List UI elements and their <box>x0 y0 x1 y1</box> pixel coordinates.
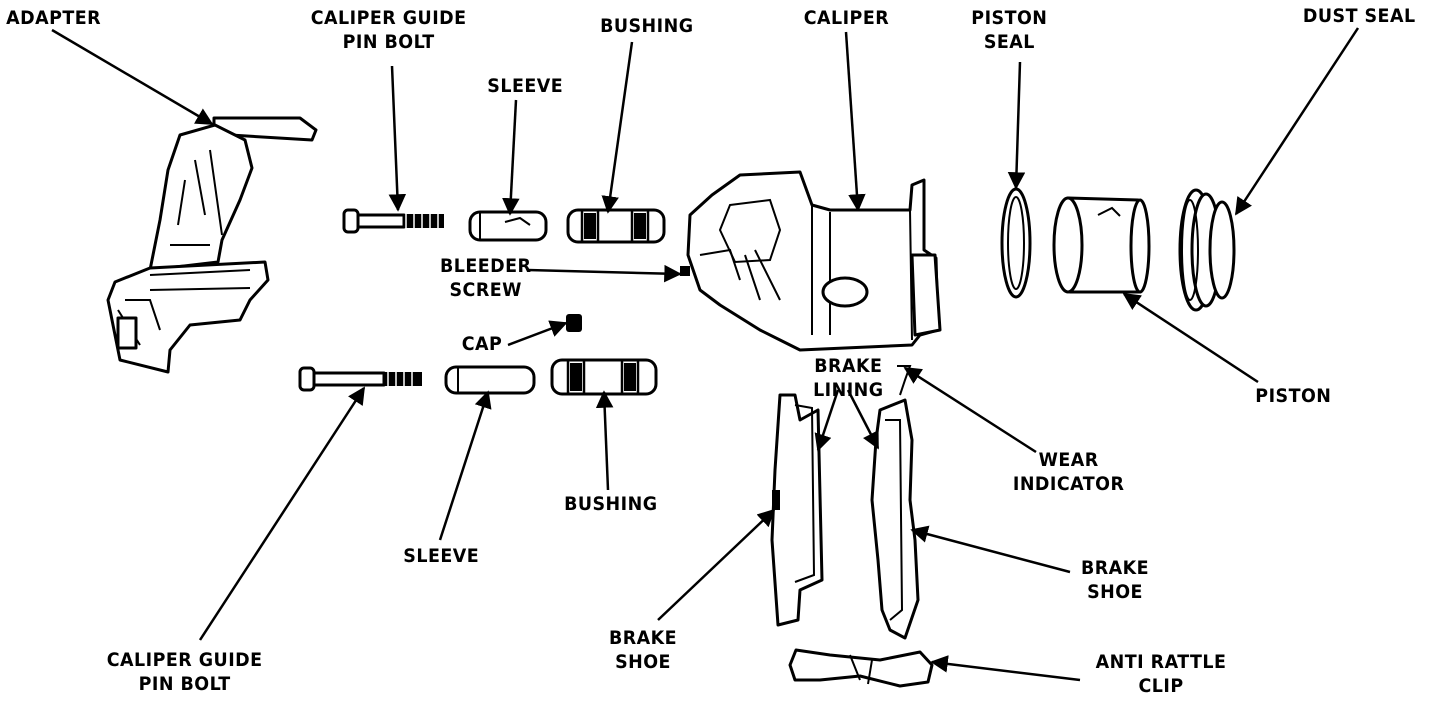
guide-pin-bolt-top <box>342 208 444 234</box>
label-bushing-top: BUSHING <box>600 15 694 37</box>
label-bushing-bottom: BUSHING <box>564 493 658 515</box>
guide-pin-bolt-bottom <box>298 366 422 392</box>
dust-seal-part <box>1178 188 1236 312</box>
cap-part <box>566 314 582 332</box>
label-piston: PISTON <box>1255 385 1332 407</box>
brake-shoe-left-part <box>770 393 824 627</box>
bushing-bottom-part <box>550 358 658 396</box>
label-cap: CAP <box>461 333 503 355</box>
sleeve-bottom-part <box>444 365 536 395</box>
label-caliper: CALIPER <box>803 7 890 29</box>
piston-part <box>1052 196 1151 294</box>
leader-lines <box>51 27 1360 682</box>
brake-shoe-right-part <box>870 365 920 640</box>
label-sleeve-bottom: SLEEVE <box>403 545 480 567</box>
sleeve-top-part <box>468 210 548 242</box>
anti-rattle-clip-part <box>788 648 934 688</box>
label-dust-seal: DUST SEAL <box>1302 5 1416 27</box>
label-sleeve-top: SLEEVE <box>487 75 564 97</box>
piston-seal-part <box>1000 187 1032 299</box>
label-adapter: ADAPTER <box>6 7 102 29</box>
adapter-part <box>106 116 318 374</box>
bushing-top-part <box>566 208 666 244</box>
caliper-part <box>680 170 942 352</box>
